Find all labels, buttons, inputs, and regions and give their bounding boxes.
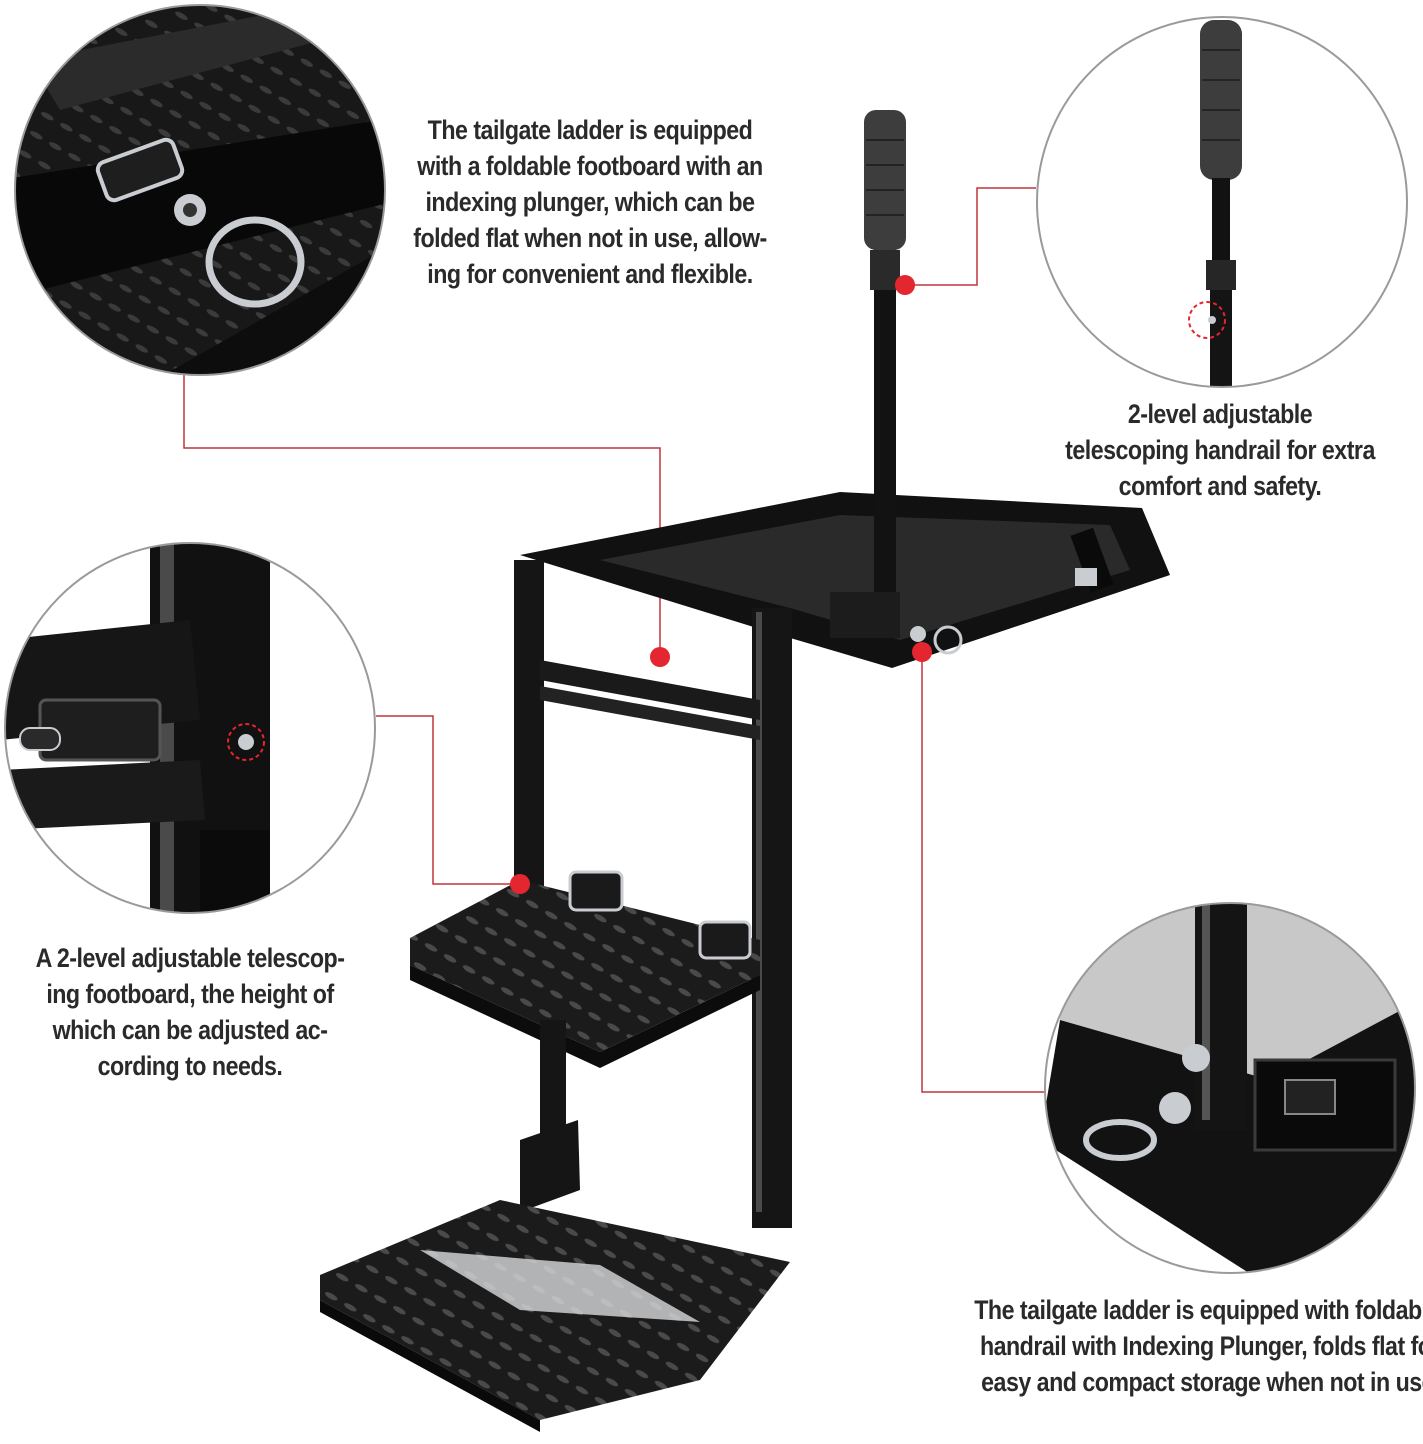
- callout-line: with a foldable footboard with an: [417, 151, 763, 181]
- callout-line: easy and compact storage when not in use…: [981, 1367, 1423, 1397]
- handrail-grip: [864, 110, 906, 250]
- callout-telescoping-footboard: A 2-level adjustable telescop- ing footb…: [9, 940, 370, 1084]
- marker-dot-footboard: [510, 874, 530, 894]
- leader-line-right: [905, 187, 1036, 286]
- callout-line: folded flat when not in use, allow-: [413, 223, 767, 253]
- handrail-collar: [870, 250, 900, 290]
- marker-dot-crossbar: [650, 647, 670, 667]
- marker-dots: [510, 275, 932, 894]
- callout-line: The tailgate ladder is equipped with fol…: [974, 1295, 1423, 1325]
- cross-bar-lower: [540, 686, 760, 740]
- callout-line: cording to needs.: [97, 1051, 283, 1081]
- callout-telescoping-handrail: 2-level adjustable telescoping handrail …: [1039, 396, 1400, 504]
- tailgate-ladder: [320, 110, 1170, 1432]
- cross-bar-upper: [540, 660, 760, 720]
- marker-dot-handrail: [895, 275, 915, 295]
- callout-line: handrail with Indexing Plunger, folds fl…: [979, 1331, 1423, 1361]
- pull-ring-icon: [933, 625, 963, 655]
- handrail-pole: [874, 240, 896, 620]
- left-upright: [514, 560, 544, 920]
- callout-foldable-footboard: The tailgate ladder is equipped with a f…: [392, 112, 788, 292]
- callout-line: 2-level adjustable: [1127, 399, 1313, 429]
- handrail-mount: [830, 592, 900, 638]
- leader-line-bottom: [921, 652, 1048, 1093]
- platform-bracket: [1075, 568, 1097, 586]
- detail-circle-telescoping-handrail: [1036, 16, 1408, 388]
- lower-footboard-edge: [320, 1300, 540, 1432]
- plunger-knob: [910, 626, 926, 642]
- upper-hinge-left: [568, 870, 624, 912]
- detail-circle-footboard-plunger: [14, 4, 386, 376]
- grip-handle-icon: [866, 139, 904, 216]
- platform-strap: [1070, 527, 1114, 593]
- right-upright-shine: [756, 612, 762, 1212]
- top-platform-inner: [600, 515, 1130, 640]
- detail-circle-handrail-plunger: [1044, 902, 1416, 1274]
- marker-dot-plunger: [912, 642, 932, 662]
- callout-line: comfort and safety.: [1118, 471, 1322, 501]
- upper-footboard: [410, 880, 760, 1052]
- upper-footboard-edge: [410, 965, 760, 1068]
- lower-footboard-shine: [420, 1250, 700, 1322]
- lower-leg-bend: [520, 1120, 580, 1212]
- detail-circle-telescoping-footboard: [4, 542, 376, 914]
- callout-line: ing footboard, the height of: [46, 979, 334, 1009]
- callout-line: A 2-level adjustable telescop-: [35, 943, 345, 973]
- callout-line: The tailgate ladder is equipped: [427, 115, 753, 145]
- callout-line: ing for convenient and flexible.: [427, 259, 753, 289]
- leader-line-left: [376, 715, 520, 885]
- callout-foldable-handrail: The tailgate ladder is equipped with fol…: [958, 1292, 1423, 1400]
- upper-hinge-right: [698, 920, 752, 960]
- callout-line: indexing plunger, which can be: [425, 187, 755, 217]
- callout-line: which can be adjusted ac-: [52, 1015, 328, 1045]
- callout-line: telescoping handrail for extra: [1065, 435, 1375, 465]
